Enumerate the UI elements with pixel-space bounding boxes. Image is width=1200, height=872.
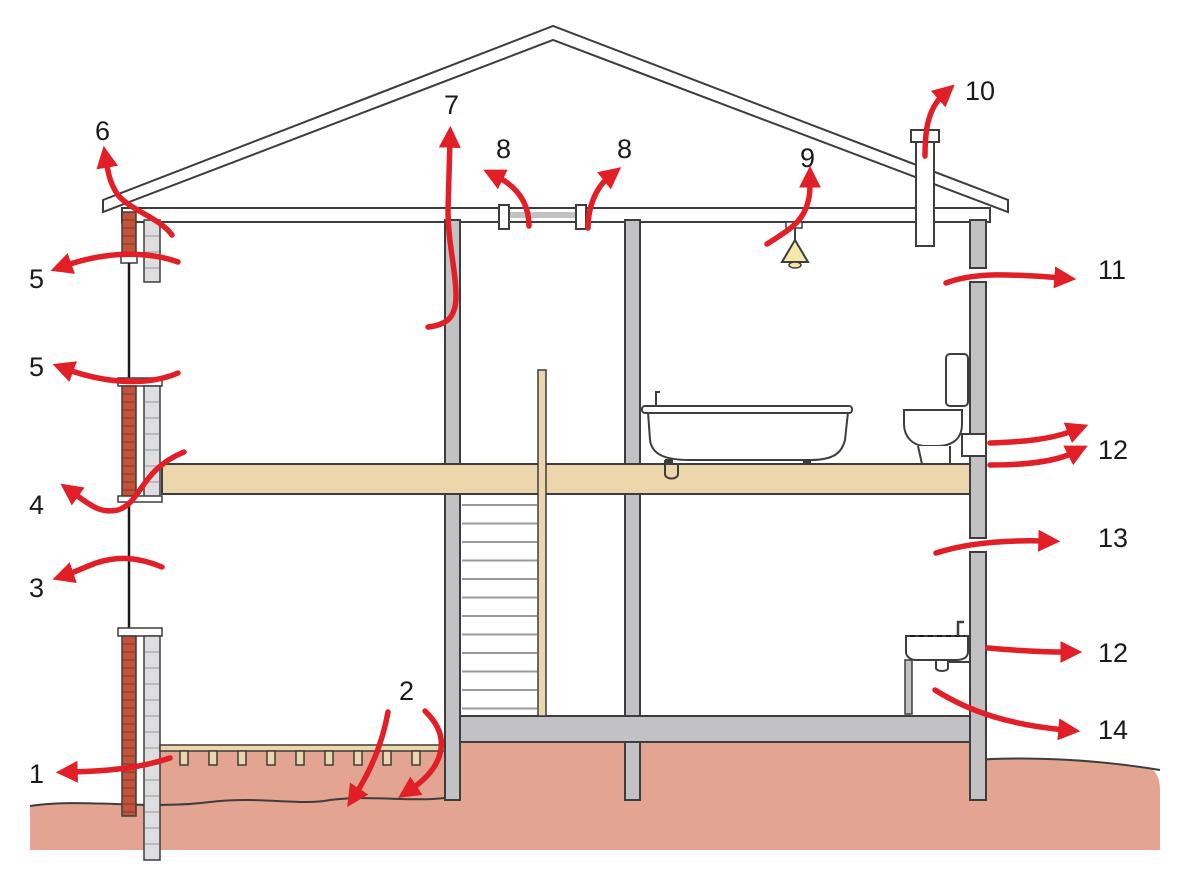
leak-arrow-5a [50, 251, 181, 274]
leak-arrow-2a [347, 709, 391, 807]
label-13: 13 [1098, 523, 1128, 553]
interior-wall-left [444, 219, 461, 801]
leak-arrow-8b [585, 167, 622, 231]
callout-labels: 1 2 3 4 5 5 6 7 8 8 9 10 11 12 13 12 14 [29, 76, 1128, 789]
stair-icon [462, 504, 537, 710]
leak-arrow-14 [932, 687, 1081, 741]
label-14: 14 [1098, 715, 1128, 745]
ground [30, 742, 1160, 850]
sink-icon [904, 620, 970, 715]
basement-slab [459, 715, 971, 743]
interior-wall-center [624, 219, 641, 801]
label-5a: 5 [29, 264, 44, 294]
leak-arrow-12a [987, 422, 1089, 446]
leak-arrow-9 [764, 165, 821, 247]
label-12b: 12 [1098, 638, 1128, 668]
bathtub-icon [641, 391, 853, 480]
right-exterior-wall [969, 219, 987, 801]
ladder-icon [537, 369, 547, 717]
label-3: 3 [29, 573, 44, 603]
label-6: 6 [95, 116, 110, 146]
label-9: 9 [800, 143, 815, 173]
air-leak-arrows [50, 84, 1089, 807]
label-11: 11 [1098, 255, 1126, 285]
label-4: 4 [29, 490, 44, 520]
leak-arrow-6 [96, 145, 175, 238]
label-5b: 5 [29, 352, 44, 382]
label-2: 2 [399, 676, 414, 706]
leak-arrow-12b [987, 445, 1088, 468]
leak-arrow-13 [933, 529, 1061, 556]
leak-arrow-4 [60, 449, 187, 514]
leak-arrow-2b [398, 708, 445, 798]
toilet-icon [903, 353, 987, 465]
ground-surface-line [29, 797, 446, 807]
leak-arrow-11 [943, 266, 1077, 289]
leak-arrow-1 [55, 755, 173, 783]
crawlspace-joists [159, 744, 446, 766]
leak-arrow-10 [922, 84, 955, 159]
label-8b: 8 [617, 134, 632, 164]
label-7: 7 [444, 90, 459, 120]
label-1: 1 [29, 759, 44, 789]
label-12a: 12 [1098, 435, 1128, 465]
second-floor [161, 463, 971, 495]
leak-arrow-7 [425, 125, 461, 330]
leak-arrow-5b [52, 361, 181, 385]
label-10: 10 [965, 76, 995, 106]
roof [102, 24, 1009, 214]
leak-arrow-12c [985, 640, 1083, 663]
leak-arrow-8a [483, 169, 532, 229]
leak-arrow-3 [52, 555, 165, 583]
label-8a: 8 [496, 134, 511, 164]
